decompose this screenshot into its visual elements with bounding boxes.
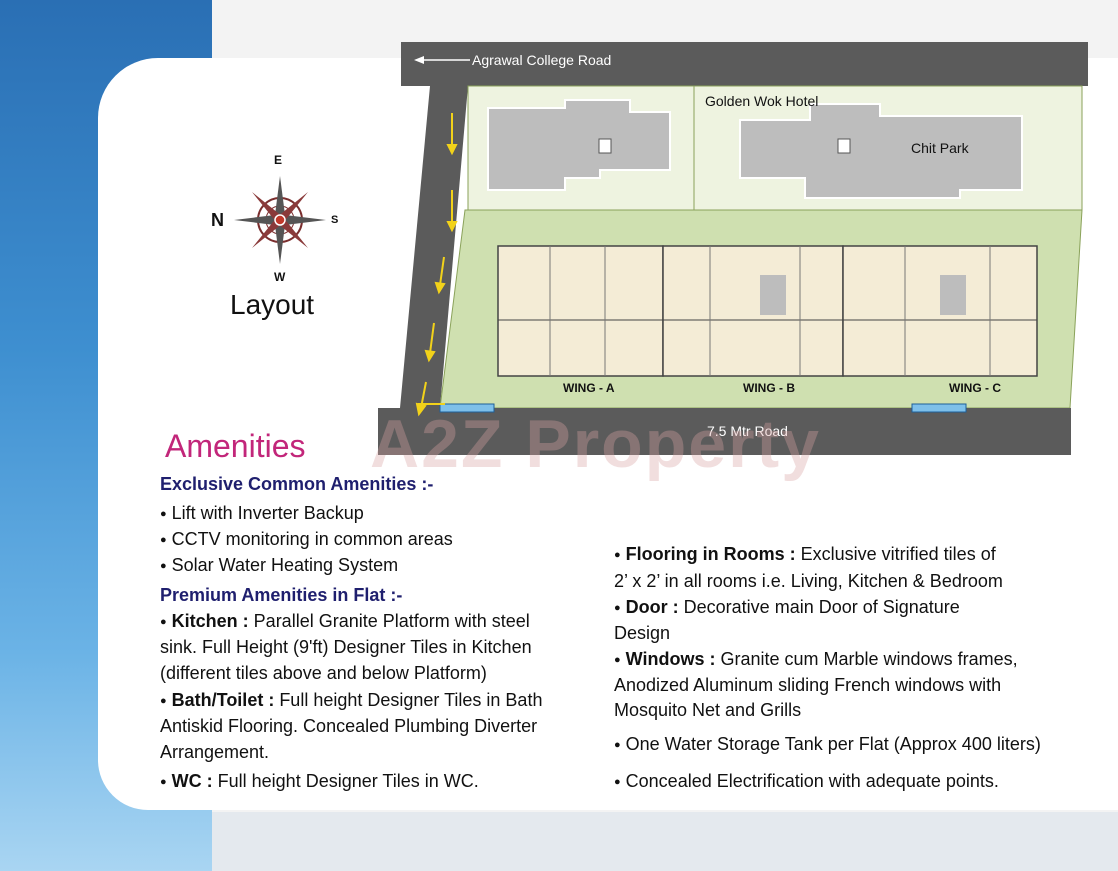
wing-c-plan [842, 245, 1038, 377]
wc-label: WC : [171, 771, 213, 791]
flooring-item: Flooring in Rooms : Exclusive vitrified … [614, 541, 996, 570]
bottom-band [212, 812, 1118, 871]
tank-item: One Water Storage Tank per Flat (Approx … [614, 731, 1041, 760]
gate-2 [911, 403, 967, 413]
bath-label: Bath/Toilet : [171, 690, 275, 710]
common-item: Lift with Inverter Backup [160, 500, 364, 529]
compass-w: W [274, 270, 286, 284]
wc-item: WC : Full height Designer Tiles in WC. [160, 768, 479, 797]
flooring-text: 2’ x 2’ in all rooms i.e. Living, Kitche… [614, 571, 1003, 591]
flat-heading: Premium Amenities in Flat :- [160, 585, 403, 605]
kitchen-item: Kitchen : Parallel Granite Platform with… [160, 608, 530, 637]
wing-b-plan [662, 245, 844, 377]
door-text: Design [614, 623, 671, 643]
compass-s: S [331, 214, 339, 226]
amenities-title: Amenities [165, 428, 306, 464]
kitchen-label: Kitchen : [171, 611, 249, 631]
bath-text: Antiskid Flooring. Concealed Plumbing Di… [160, 716, 538, 736]
door-item: Door : Decorative main Door of Signature [614, 594, 960, 623]
hotel-label: Golden Wok Hotel [705, 93, 819, 109]
bath-text: Full height Designer Tiles in Bath [274, 690, 543, 710]
compass-rose-icon [234, 176, 326, 264]
traffic-arrows [415, 113, 458, 417]
windows-text: Mosquito Net and Grills [614, 700, 802, 720]
common-item: Solar Water Heating System [160, 552, 398, 581]
compass-n: N [211, 210, 224, 230]
top-road [401, 42, 1088, 86]
wc-text: Full height Designer Tiles in WC. [212, 771, 479, 791]
windows-text: Granite cum Marble windows frames, [715, 649, 1018, 669]
kitchen-text: sink. Full Height (9'ft) Designer Tiles … [160, 637, 532, 657]
hotel-building [487, 99, 671, 191]
windows-label: Windows : [625, 649, 716, 669]
kitchen-text: Parallel Granite Platform with steel [248, 611, 530, 631]
flooring-label: Flooring in Rooms : [625, 544, 796, 564]
wing-b-label: WING - B [743, 381, 795, 395]
park-building [739, 103, 1023, 199]
door-text: Decorative main Door of Signature [678, 597, 960, 617]
bath-item: Bath/Toilet : Full height Designer Tiles… [160, 687, 543, 716]
wing-c-label: WING - C [949, 381, 1001, 395]
gate-1 [439, 403, 495, 413]
electrification-item: Concealed Electrification with adequate … [614, 768, 999, 797]
compass-e: E [274, 153, 283, 167]
bottom-road [378, 408, 1071, 455]
top-road-label: Agrawal College Road [472, 52, 612, 68]
wing-a-label: WING - A [563, 381, 615, 395]
bath-text: Arrangement. [160, 742, 270, 762]
windows-item: Windows : Granite cum Marble windows fra… [614, 646, 1018, 675]
layout-title: Layout [230, 289, 315, 320]
common-heading: Exclusive Common Amenities :- [160, 474, 434, 494]
kitchen-text: (different tiles above and below Platfor… [160, 663, 487, 683]
flooring-text: Exclusive vitrified tiles of [795, 544, 996, 564]
wing-a-plan [497, 245, 664, 377]
park-label: Chit Park [911, 140, 969, 156]
windows-text: Anodized Aluminum sliding French windows… [614, 675, 1002, 695]
side-road [400, 86, 468, 408]
door-label: Door : [625, 597, 679, 617]
common-item: CCTV monitoring in common areas [160, 526, 453, 555]
bottom-road-label: 7.5 Mtr Road [707, 423, 788, 439]
watermark: A2Z Property [370, 406, 821, 482]
